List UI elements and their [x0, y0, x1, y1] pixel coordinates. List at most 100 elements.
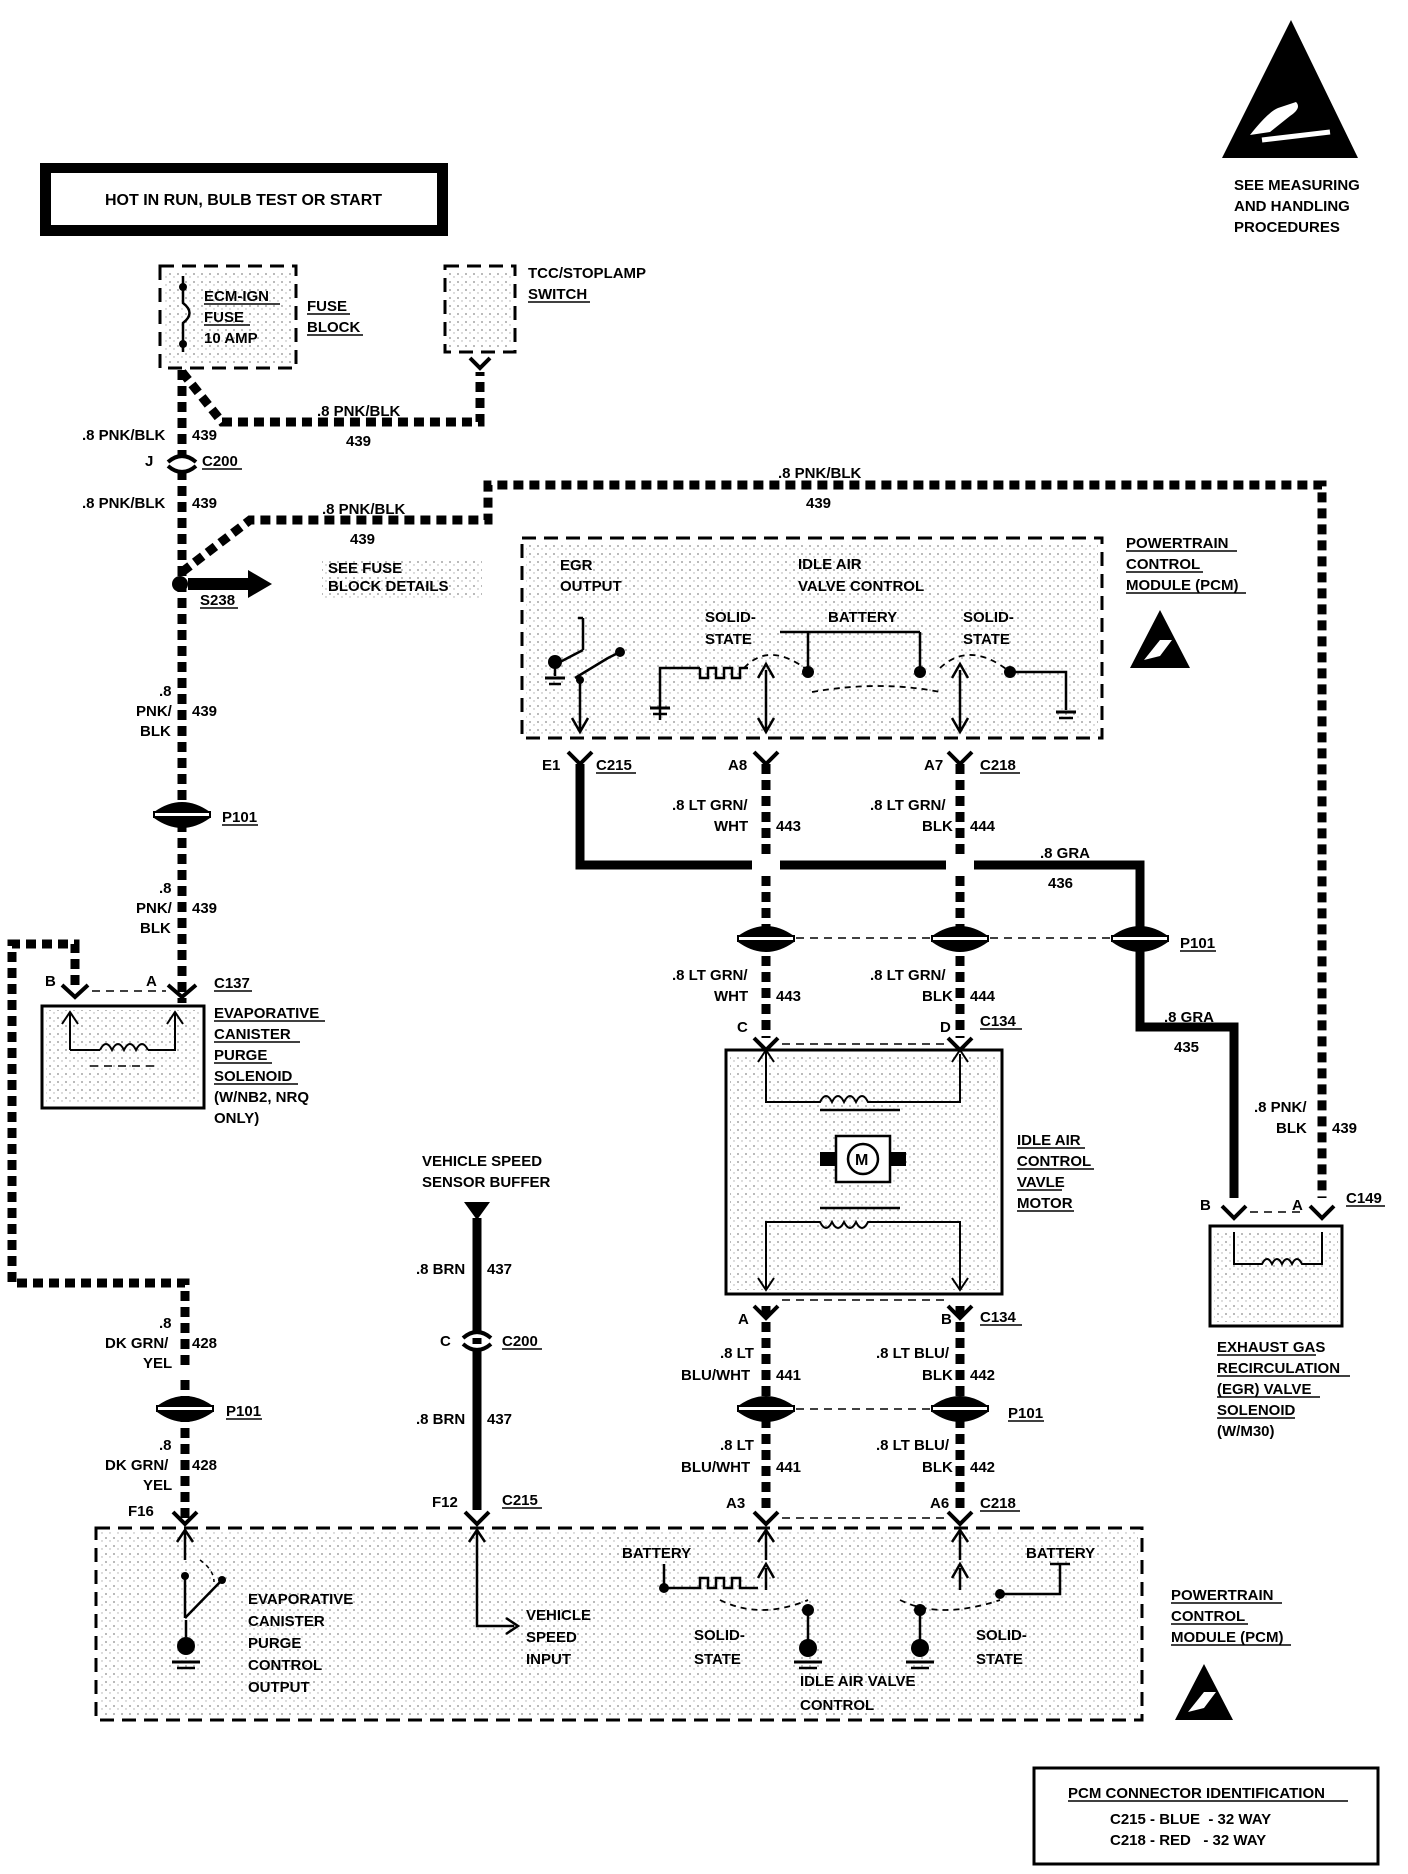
connector-c134-top: C D C134: [737, 1013, 1022, 1053]
pcm-solid-state-right-1: SOLID-: [963, 609, 1014, 626]
egr-solenoid-l3: (EGR) VALVE: [1217, 1381, 1311, 1398]
s238-label: S238: [200, 592, 235, 609]
pin-a7: A7: [924, 757, 943, 774]
pcm-bottom-title-1: POWERTRAIN: [1171, 1587, 1274, 1604]
pcm-bottom-vss-1: VEHICLE: [526, 1607, 591, 1624]
pin-e1: E1: [542, 757, 560, 774]
evap-solenoid-l6: ONLY): [214, 1110, 259, 1127]
pin-a3: A3: [726, 1495, 745, 1512]
wire-428: [7, 939, 190, 1370]
wire-436-circuit: 436: [1048, 875, 1073, 892]
wire-443-b2: WHT: [714, 988, 748, 1005]
wire-436-label: .8 GRA: [1040, 845, 1090, 862]
pcm-bottom-iac-1: IDLE AIR VALVE: [800, 1673, 916, 1690]
evap-solenoid-l1: EVAPORATIVE: [214, 1005, 319, 1022]
pcm-bottom-battery-left: BATTERY: [622, 1545, 691, 1562]
wire-442-b1: .8 LT BLU/: [876, 1437, 950, 1454]
c134-top-label: C134: [980, 1013, 1017, 1030]
pcm-bottom-ss-right-2: STATE: [976, 1651, 1023, 1668]
wire-437-a: .8 BRN: [416, 1261, 465, 1278]
iac-motor-l1: IDLE AIR: [1017, 1132, 1081, 1149]
wire-443-a1: .8 LT GRN/: [672, 797, 748, 814]
c200-label: C200: [202, 453, 238, 470]
esd-warning-icon-pcm-top: [1130, 610, 1190, 668]
pcm-bottom-ss-left-2: STATE: [694, 1651, 741, 1668]
wire-439-to-egr: [179, 480, 1327, 1198]
tcc-switch-label2: SWITCH: [528, 286, 587, 303]
wire-442-a2: BLK: [922, 1367, 953, 1384]
wire-428-b2: DK GRN/: [105, 1457, 169, 1474]
esd-note-line1: SEE MEASURING: [1234, 177, 1360, 194]
iac-motor-l3: VAVLE: [1017, 1174, 1065, 1191]
wire-444-circuit-b: 444: [970, 988, 996, 1005]
wire-442-b2: BLK: [922, 1459, 953, 1476]
esd-note-line3: PROCEDURES: [1234, 219, 1340, 236]
vss-buffer-l1: VEHICLE SPEED: [422, 1153, 542, 1170]
wire-428-circuit-a: 428: [192, 1335, 217, 1352]
p101-middle-label: P101: [1180, 935, 1215, 952]
wire-428-circuit-b: 428: [192, 1457, 217, 1474]
fuse-block-label2: BLOCK: [307, 319, 360, 336]
wire-stack-1c: BLK: [140, 723, 171, 740]
fuse-rating: 10 AMP: [204, 330, 258, 347]
egr-valve-solenoid: [1208, 1224, 1344, 1328]
c134-pin-b: B: [941, 1311, 952, 1328]
pcm-iac-1: IDLE AIR: [798, 556, 862, 573]
wire-428-a1: .8: [159, 1315, 172, 1332]
c218-top-label: C218: [980, 757, 1016, 774]
wire-444-circuit-a: 444: [970, 818, 996, 835]
wire-circuit-439-e: 439: [192, 703, 217, 720]
power-banner: HOT IN RUN, BULB TEST OR START: [40, 163, 448, 236]
c200-pin-j: J: [145, 453, 153, 470]
pcm-bottom-ss-left-1: SOLID-: [694, 1627, 745, 1644]
pcm-solid-state-left-2: STATE: [705, 631, 752, 648]
connector-c215-c218-top: E1 C215 A8 A7 C218: [542, 750, 1020, 774]
evap-solenoid-l2: CANISTER: [214, 1026, 291, 1043]
connector-p101-428: P101: [156, 1396, 262, 1422]
wire-437-circuit-a: 437: [487, 1261, 512, 1278]
pcm-top: [520, 536, 1104, 740]
connector-c200-j: J C200: [145, 453, 242, 474]
wire-439-right-b: BLK: [1276, 1120, 1307, 1137]
wire-443-circuit-a: 443: [776, 818, 801, 835]
pcm-bottom-iac-2: CONTROL: [800, 1697, 874, 1714]
fuse-label: FUSE: [204, 309, 244, 326]
wire-442-circuit-a: 442: [970, 1367, 995, 1384]
wire-circuit-439-tcc: 439: [346, 433, 371, 450]
p101-428-label: P101: [226, 1403, 261, 1420]
egr-solenoid-l5: (W/M30): [1217, 1423, 1275, 1440]
fuse-block: ECM-IGN FUSE 10 AMP FUSE BLOCK: [158, 264, 363, 370]
wire-444-a1: .8 LT GRN/: [870, 797, 946, 814]
pin-a6: A6: [930, 1495, 949, 1512]
pin-a8: A8: [728, 757, 747, 774]
c215-top-label: C215: [596, 757, 632, 774]
wire-428-b3: YEL: [143, 1477, 172, 1494]
c134-pin-c: C: [737, 1019, 748, 1036]
wire-441-a2: BLU/WHT: [681, 1367, 750, 1384]
wire-428-b1: .8: [159, 1437, 172, 1454]
wire-435-label: .8 GRA: [1164, 1009, 1214, 1026]
p101-lower-label: P101: [1008, 1405, 1043, 1422]
wire-441-b1: .8 LT: [720, 1437, 754, 1454]
pin-f16: F16: [128, 1503, 154, 1520]
fuse-details-2: BLOCK DETAILS: [328, 578, 449, 595]
vss-arrow-icon: [464, 1202, 490, 1220]
c134-bottom-label: C134: [980, 1309, 1017, 1326]
esd-warning-icon-pcm-bottom: [1175, 1664, 1233, 1720]
motor-symbol: M: [855, 1152, 868, 1169]
pcm-bottom-battery-right: BATTERY: [1026, 1545, 1095, 1562]
c134-pin-a: A: [738, 1311, 749, 1328]
c200-lower-label: C200: [502, 1333, 538, 1350]
iac-motor-l4: MOTOR: [1017, 1195, 1073, 1212]
wire-label-439-d: .8 PNK/BLK: [778, 465, 862, 482]
c218-bottom-label: C218: [980, 1495, 1016, 1512]
p101-left-label: P101: [222, 809, 257, 826]
c137-pin-b: B: [45, 973, 56, 990]
c137-pin-a: A: [146, 973, 157, 990]
evap-purge-solenoid: [40, 1004, 206, 1110]
connector-c149: B A C149: [1200, 1190, 1385, 1221]
connector-c215-c218-bottom: F16 F12 C215 A3 A6 C218: [128, 1492, 1020, 1527]
iac-motor: M: [724, 1048, 1004, 1296]
egr-solenoid-l4: SOLENOID: [1217, 1402, 1296, 1419]
